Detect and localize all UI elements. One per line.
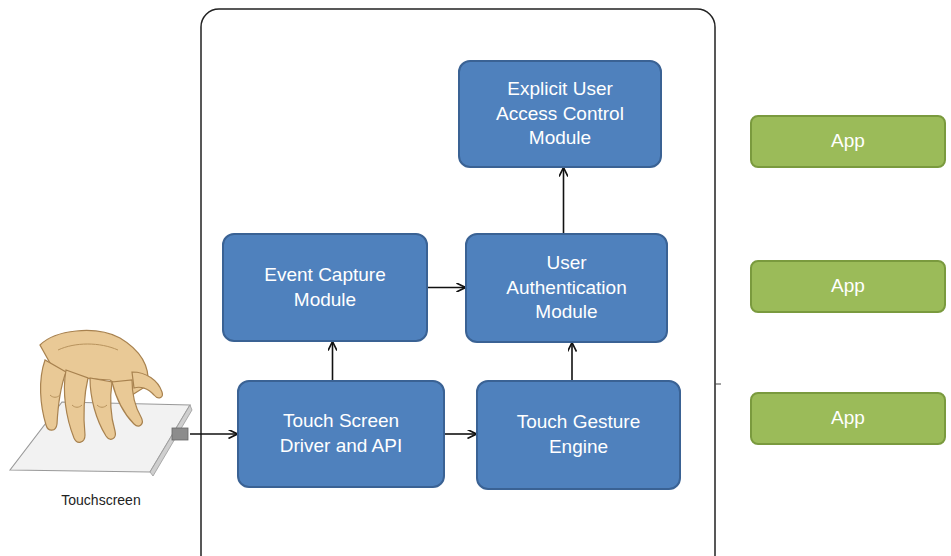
node-label: App xyxy=(831,130,865,153)
node-label: Explicit User Access Control Module xyxy=(482,77,638,151)
app-box: App xyxy=(750,260,946,313)
system-boundary xyxy=(201,9,715,556)
app-box: App xyxy=(750,392,946,445)
module-box: Event Capture Module xyxy=(222,233,428,342)
module-box: Touch Screen Driver and API xyxy=(237,380,445,488)
app-box: App xyxy=(750,115,946,168)
module-box: Touch Gesture Engine xyxy=(476,380,681,490)
node-label: Touchscreen xyxy=(61,492,140,508)
arrow-connector xyxy=(428,287,465,289)
node-label: Touch Gesture Engine xyxy=(500,410,657,459)
touchscreen-illustration xyxy=(10,331,192,476)
node-label: App xyxy=(831,275,865,298)
node-label: Event Capture Module xyxy=(246,263,404,312)
touchscreen-device: Touchscreen xyxy=(12,330,190,512)
tick-mark xyxy=(715,384,721,385)
node-label: Touch Screen Driver and API xyxy=(261,409,421,458)
arrow-connector xyxy=(563,168,565,233)
module-box: User Authentication Module xyxy=(465,233,668,343)
arrow-connector xyxy=(190,433,237,435)
node-label: App xyxy=(831,407,865,430)
arrow-connector xyxy=(571,343,573,380)
module-box: Explicit User Access Control Module xyxy=(458,60,662,168)
arrow-connector xyxy=(332,342,334,380)
node-label: User Authentication Module xyxy=(489,251,644,325)
arrow-connector xyxy=(445,433,476,435)
